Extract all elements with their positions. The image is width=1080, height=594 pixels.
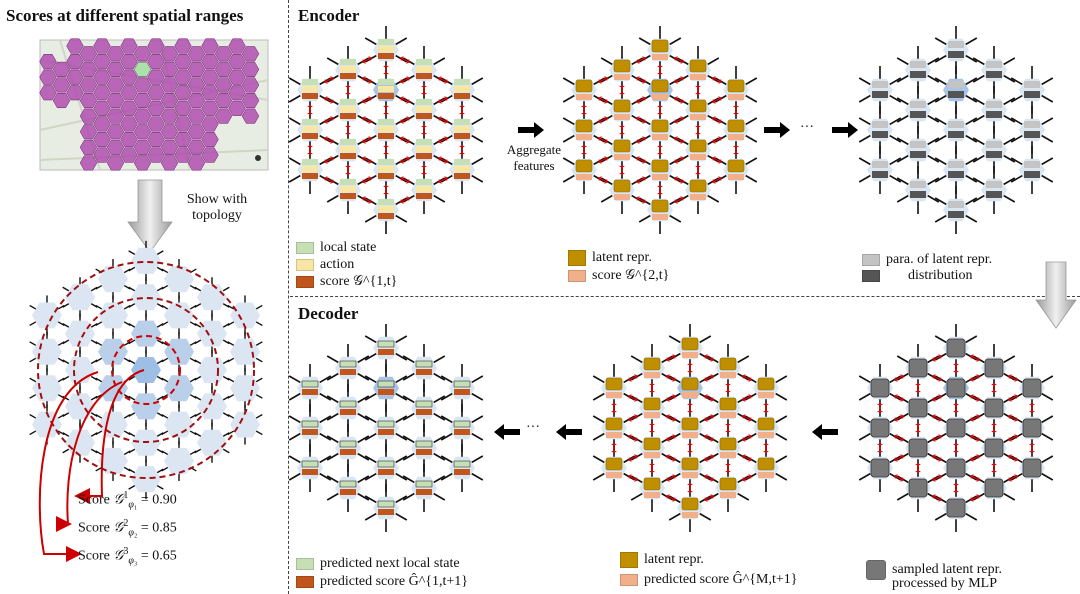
legend-dec-latent-label: latent repr. bbox=[644, 552, 704, 567]
decoder-arrow-3-icon bbox=[494, 424, 520, 440]
aggregate-label-line1: Aggregate bbox=[506, 142, 562, 157]
score-3-sup: 3 bbox=[123, 546, 129, 557]
score-1-value: = 0.90 bbox=[140, 492, 177, 508]
legend-pred-score-label: predicted score Ĝ^{1,t+1} bbox=[320, 574, 469, 589]
score-2-prefix: Score bbox=[78, 520, 114, 536]
vertical-divider bbox=[288, 0, 289, 594]
arrow-label-line2: topology bbox=[192, 208, 242, 223]
score-2: Score 𝒢2φ₂ = 0.85 bbox=[78, 518, 177, 539]
horizontal-divider bbox=[290, 296, 1080, 297]
encoder-graph-latent bbox=[562, 26, 758, 234]
encoder-arrow-1-icon bbox=[518, 122, 544, 138]
score-3: Score 𝒢3φ₃ = 0.65 bbox=[78, 546, 177, 567]
legend-pred-score: predicted score Ĝ^{1,t+1} bbox=[296, 574, 468, 590]
encoder-graph-input bbox=[288, 26, 484, 234]
decoder-graph-latent bbox=[592, 324, 788, 532]
decoder-graph-output bbox=[288, 324, 484, 532]
legend-dist: distribution bbox=[862, 268, 973, 284]
legend-local-state-label: local state bbox=[320, 240, 377, 255]
encoder-graph-distribution bbox=[858, 26, 1054, 234]
legend-local-state: local state bbox=[296, 240, 376, 256]
legend-score-1-label: score 𝒢^{1,t} bbox=[320, 274, 398, 289]
legend-sampled-label: sampled latent repr. bbox=[892, 562, 1003, 577]
left-title: Scores at different spatial ranges bbox=[6, 6, 244, 25]
legend-latent-label: latent repr. bbox=[592, 250, 652, 265]
legend-sampled: sampled latent repr. bbox=[866, 560, 1002, 580]
legend-dist-label: distribution bbox=[908, 268, 973, 283]
score-1-sup: 1 bbox=[123, 490, 129, 501]
decoder-title: Decoder bbox=[298, 304, 359, 323]
legend-action-label: action bbox=[320, 257, 355, 272]
legend-latent: latent repr. bbox=[568, 250, 652, 266]
legend-para-label: para. of latent repr. bbox=[886, 252, 993, 267]
decoder-arrow-2-icon bbox=[556, 424, 582, 440]
aggregate-label-line2: features bbox=[513, 158, 555, 173]
down-arrow-icon bbox=[127, 179, 173, 253]
arrow-label-line1: Show with bbox=[186, 192, 248, 207]
legend-pred-state: predicted next local state bbox=[296, 556, 460, 572]
legend-dec-pred-score-label: predicted score Ĝ^{M,t+1} bbox=[644, 572, 798, 587]
topology-diagram bbox=[29, 240, 263, 500]
score-3-value: = 0.65 bbox=[140, 548, 177, 564]
encoder-title: Encoder bbox=[298, 6, 360, 25]
legend-dec-pred-score: predicted score Ĝ^{M,t+1} bbox=[620, 572, 797, 588]
score-2-value: = 0.85 bbox=[140, 520, 177, 536]
encoder-arrow-3-icon bbox=[832, 122, 858, 138]
encoder-arrow-2-icon bbox=[764, 122, 790, 138]
legend-score-2: score 𝒢^{2,t} bbox=[568, 268, 669, 284]
legend-pred-state-label: predicted next local state bbox=[320, 556, 460, 571]
score-1: Score 𝒢1φ₁ = 0.90 bbox=[78, 490, 177, 511]
map-image bbox=[39, 38, 269, 171]
score-1-prefix: Score bbox=[78, 492, 114, 508]
encoder-ellipsis: ··· bbox=[800, 120, 814, 135]
legend-score-2-label: score 𝒢^{2,t} bbox=[592, 268, 670, 283]
decoder-graph-sampled bbox=[858, 324, 1054, 532]
decoder-arrow-1-icon bbox=[812, 424, 838, 440]
legend-action: action bbox=[296, 257, 354, 273]
score-2-sup: 2 bbox=[123, 518, 129, 529]
legend-para: para. of latent repr. bbox=[862, 252, 992, 268]
legend-sampled-label-2: processed by MLP bbox=[892, 576, 997, 591]
score-3-prefix: Score bbox=[78, 548, 114, 564]
encoder-to-decoder-arrow-icon bbox=[1035, 261, 1077, 329]
score-arrows bbox=[38, 369, 145, 562]
decoder-ellipsis: ··· bbox=[526, 420, 540, 435]
legend-dec-latent: latent repr. bbox=[620, 552, 704, 568]
legend-score-1: score 𝒢^{1,t} bbox=[296, 274, 397, 290]
